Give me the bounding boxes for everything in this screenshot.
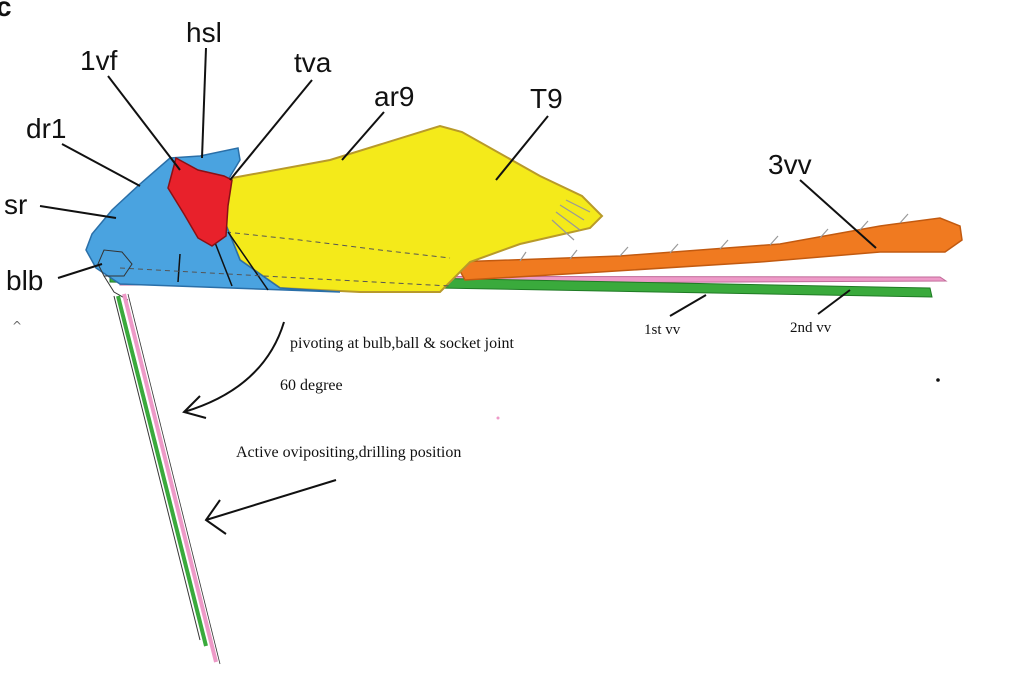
pivot-arrow bbox=[183, 321, 285, 413]
label-dr1: dr1 bbox=[26, 113, 66, 144]
label-tva: tva bbox=[294, 47, 332, 78]
leader-2nd-vv bbox=[817, 289, 851, 315]
panel-letter: c bbox=[0, 0, 12, 22]
label-ar9: ar9 bbox=[374, 81, 414, 112]
label-blb: blb bbox=[6, 265, 43, 296]
tergite-9-dashed-line bbox=[225, 231, 451, 259]
third-valvula-shape bbox=[453, 217, 963, 281]
rotated-ovipositor bbox=[103, 275, 221, 665]
drilling-arrow bbox=[205, 479, 337, 521]
leader-hsl bbox=[201, 47, 207, 159]
pivot-arrow-head bbox=[182, 395, 207, 419]
label-sr: sr bbox=[4, 189, 27, 220]
caret-artifact: ^ bbox=[12, 319, 22, 333]
leader-ar9 bbox=[341, 111, 385, 161]
leader-3vv bbox=[799, 179, 877, 249]
pivot-annotation: pivoting at bulb,ball & socket joint bbox=[290, 335, 515, 352]
label-2nd-vv: 2nd vv bbox=[790, 320, 832, 336]
label-1st-vv: 1st vv bbox=[644, 322, 681, 338]
basal-inner-line-1 bbox=[177, 253, 181, 283]
leader-sr bbox=[39, 205, 117, 219]
basal-dashed-line bbox=[119, 267, 451, 287]
leader-1vf bbox=[107, 75, 181, 171]
leader-blb bbox=[57, 263, 103, 279]
leader-t9 bbox=[495, 115, 549, 181]
label-hsl: hsl bbox=[186, 17, 222, 48]
third-valvula-hairs bbox=[519, 213, 909, 262]
first-valvifer-shape bbox=[167, 156, 233, 247]
label-t9: T9 bbox=[530, 83, 563, 114]
tergite-9-hairs bbox=[551, 199, 591, 241]
label-1vf: 1vf bbox=[80, 45, 118, 76]
angle-annotation: 60 degree bbox=[280, 377, 343, 394]
drilling-arrow-head bbox=[204, 499, 227, 535]
pink-speck-artifact bbox=[496, 416, 500, 420]
leader-1st-vv bbox=[669, 294, 707, 317]
drilling-annotation: Active ovipositing,drilling position bbox=[236, 444, 461, 461]
basal-inner-line-2 bbox=[213, 239, 233, 287]
label-3vv: 3vv bbox=[768, 149, 812, 180]
dot-artifact bbox=[936, 378, 940, 382]
leader-dr1 bbox=[61, 143, 141, 187]
leader-tva bbox=[229, 79, 313, 181]
basal-inner-line-3 bbox=[227, 231, 269, 291]
